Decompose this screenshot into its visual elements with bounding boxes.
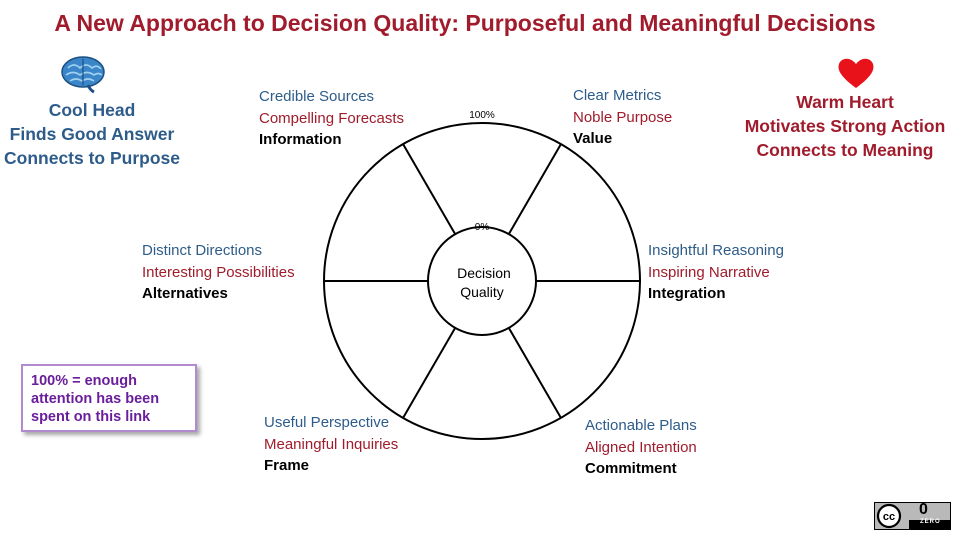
cool-head-line: Cool Head <box>48 100 136 120</box>
element-value: Clear Metrics Noble Purpose Value <box>573 85 672 150</box>
scale-inner-label: 0% <box>475 222 490 233</box>
strong-action-line: Motivates Strong Action <box>744 116 946 136</box>
heart-icon <box>838 58 874 88</box>
commitment-line2: Aligned Intention <box>585 438 697 456</box>
purpose-line: Connects to Purpose <box>4 148 180 168</box>
alternatives-line2: Interesting Possibilities <box>142 263 295 281</box>
alternatives-line1: Distinct Directions <box>142 242 263 259</box>
integration-line2: Inspiring Narrative <box>648 263 770 281</box>
value-line2: Noble Purpose <box>573 108 673 126</box>
spoke-bottom-left <box>402 322 459 419</box>
frame-line3: Frame <box>264 457 310 474</box>
commitment-line1: Actionable Plans <box>585 417 697 434</box>
element-alternatives: Distinct Directions Interesting Possibil… <box>142 240 295 305</box>
center-hub <box>427 226 537 336</box>
cc-zero-text: ZERO <box>920 519 941 525</box>
element-commitment: Actionable Plans Aligned Intention Commi… <box>585 415 697 480</box>
value-line3: Value <box>573 130 613 147</box>
note-box: 100% = enough attention has been spent o… <box>21 364 197 432</box>
center-label-line2: Quality <box>460 284 504 300</box>
information-line3: Information <box>259 131 342 148</box>
element-integration: Insightful Reasoning Inspiring Narrative… <box>648 240 784 305</box>
integration-line3: Integration <box>648 285 726 302</box>
information-line1: Credible Sources <box>259 88 375 105</box>
alternatives-line3: Alternatives <box>142 285 228 302</box>
spoke-top-left <box>402 143 459 240</box>
commitment-line3: Commitment <box>585 460 677 477</box>
spoke-top-right <box>505 143 562 240</box>
element-frame: Useful Perspective Meaningful Inquiries … <box>264 412 398 477</box>
meaning-line: Connects to Meaning <box>756 140 934 160</box>
license-badge: cc 0 ZERO <box>874 501 951 530</box>
brain-icon <box>61 56 105 94</box>
frame-line1: Useful Perspective <box>264 414 390 431</box>
frame-line2: Meaningful Inquiries <box>264 435 399 453</box>
value-line1: Clear Metrics <box>573 87 662 104</box>
warm-heart-line: Warm Heart <box>796 92 894 112</box>
svg-text:cc: cc <box>883 511 895 523</box>
integration-line1: Insightful Reasoning <box>648 242 784 259</box>
center-label-line1: Decision <box>457 265 511 281</box>
scale-outer-label: 100% <box>469 110 495 121</box>
cc-zero-icon: cc <box>875 503 950 529</box>
page-title: A New Approach to Decision Quality: Purp… <box>54 10 876 36</box>
spoke-bottom-right <box>505 322 562 419</box>
good-answer-line: Finds Good Answer <box>9 124 175 144</box>
cool-head-panel: Cool Head Finds Good Answer Connects to … <box>0 98 184 170</box>
warm-heart-panel: Warm Heart Motivates Strong Action Conne… <box>730 90 960 162</box>
information-line2: Compelling Forecasts <box>259 109 405 127</box>
cc-zero-digit: 0 <box>919 501 928 518</box>
element-information: Credible Sources Compelling Forecasts In… <box>259 86 404 151</box>
